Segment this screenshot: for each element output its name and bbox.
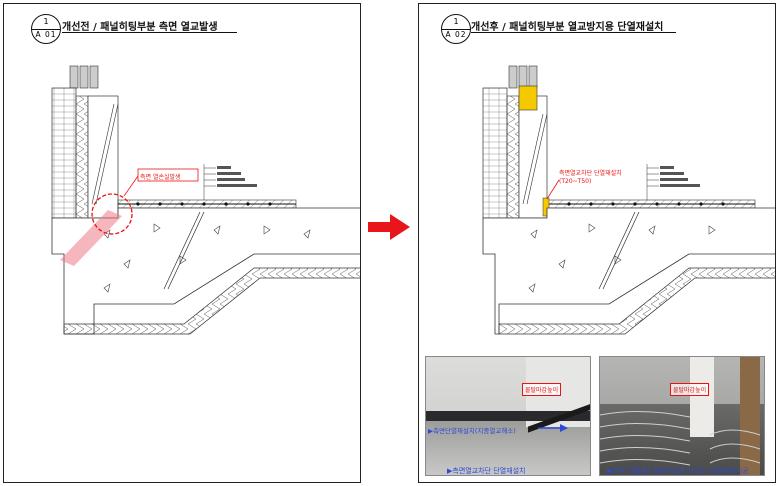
after-detail-panel: 1 A 02 개선후 / 패널히팅부분 열교방지용 단열재설치 <box>418 3 776 483</box>
heat-loss-circle <box>91 193 133 235</box>
photo-blue-label: ▶측면단열재설치(지중열교해소) <box>428 427 516 435</box>
photo-caption: ▶측면열교차단 단열재설치 <box>447 467 526 475</box>
layer-note-marks <box>217 166 257 187</box>
callout-box <box>137 168 199 182</box>
side-insulation-strip <box>542 197 550 217</box>
title-underline <box>62 32 237 33</box>
site-photo-floor-heating: 물탈마감높이 <box>599 356 765 476</box>
window-insulation-block <box>518 85 538 111</box>
heat-loss-callout: 측면 열손실발생 <box>140 174 181 181</box>
layer-note-marks <box>660 166 700 187</box>
callout-line-2: (T20~T50) <box>559 178 592 185</box>
heating-pipes <box>567 202 725 206</box>
window-frame <box>69 65 79 89</box>
concrete-slab <box>51 207 360 335</box>
insulation-callout: 측면열교차단 단열재설치 (T20~T50) <box>559 170 622 186</box>
concrete-wall <box>87 95 119 219</box>
insulation-strip-photo <box>426 411 590 421</box>
panel-title: 개선전 / 패널히팅부분 측면 열교발생 <box>62 22 218 33</box>
wall-column <box>690 357 714 437</box>
blue-arrow-icon <box>538 424 568 432</box>
detail-badge: 1 A 02 <box>441 14 471 44</box>
floor-pipes-photo <box>600 410 761 466</box>
window-frame <box>518 65 528 89</box>
detail-ref: A 01 <box>35 30 57 39</box>
detail-number: 1 <box>453 17 459 26</box>
detail-badge: 1 A 01 <box>31 14 61 44</box>
window-frame <box>508 65 518 89</box>
callout-line-1: 측면열교차단 단열재설치 <box>559 170 622 177</box>
detail-number: 1 <box>43 17 49 26</box>
layer-leader-lines <box>203 164 216 200</box>
photo-red-label: 물탈마감높이 <box>522 383 562 396</box>
window-frame <box>79 65 89 89</box>
exterior-brick-wall <box>51 87 77 219</box>
panel-title: 개선후 / 패널히팅부분 열교방지용 단열재설치 <box>471 22 664 33</box>
window-frame <box>528 65 538 89</box>
transition-arrow <box>368 214 410 240</box>
before-section-drawing <box>51 65 360 335</box>
detail-ref: A 02 <box>445 30 467 39</box>
photo-red-label: 물탈마감높이 <box>670 383 710 396</box>
site-photo-side-insulation: 물탈마감높이 ▶측면단열재설치(지중열교해소) <box>425 356 591 476</box>
before-detail-panel: 1 A 01 개선전 / 패널히팅부분 측면 열교발생 <box>3 3 361 483</box>
after-section-drawing <box>482 65 775 335</box>
wall-insulation <box>506 95 520 219</box>
underside-insulation <box>63 267 360 335</box>
heating-pipes <box>136 202 272 206</box>
title-underline <box>471 32 676 33</box>
exterior-brick-wall <box>482 87 508 219</box>
window-frame <box>89 65 99 89</box>
concrete-slab <box>482 207 775 335</box>
wall-insulation <box>75 95 89 219</box>
layer-leader-lines <box>646 164 659 200</box>
heat-loss-zone <box>60 210 122 266</box>
photo-caption: ▶바닥 단열재+경량기포콘크리트+난방배관시공 <box>607 467 749 475</box>
underside-insulation <box>498 267 775 335</box>
